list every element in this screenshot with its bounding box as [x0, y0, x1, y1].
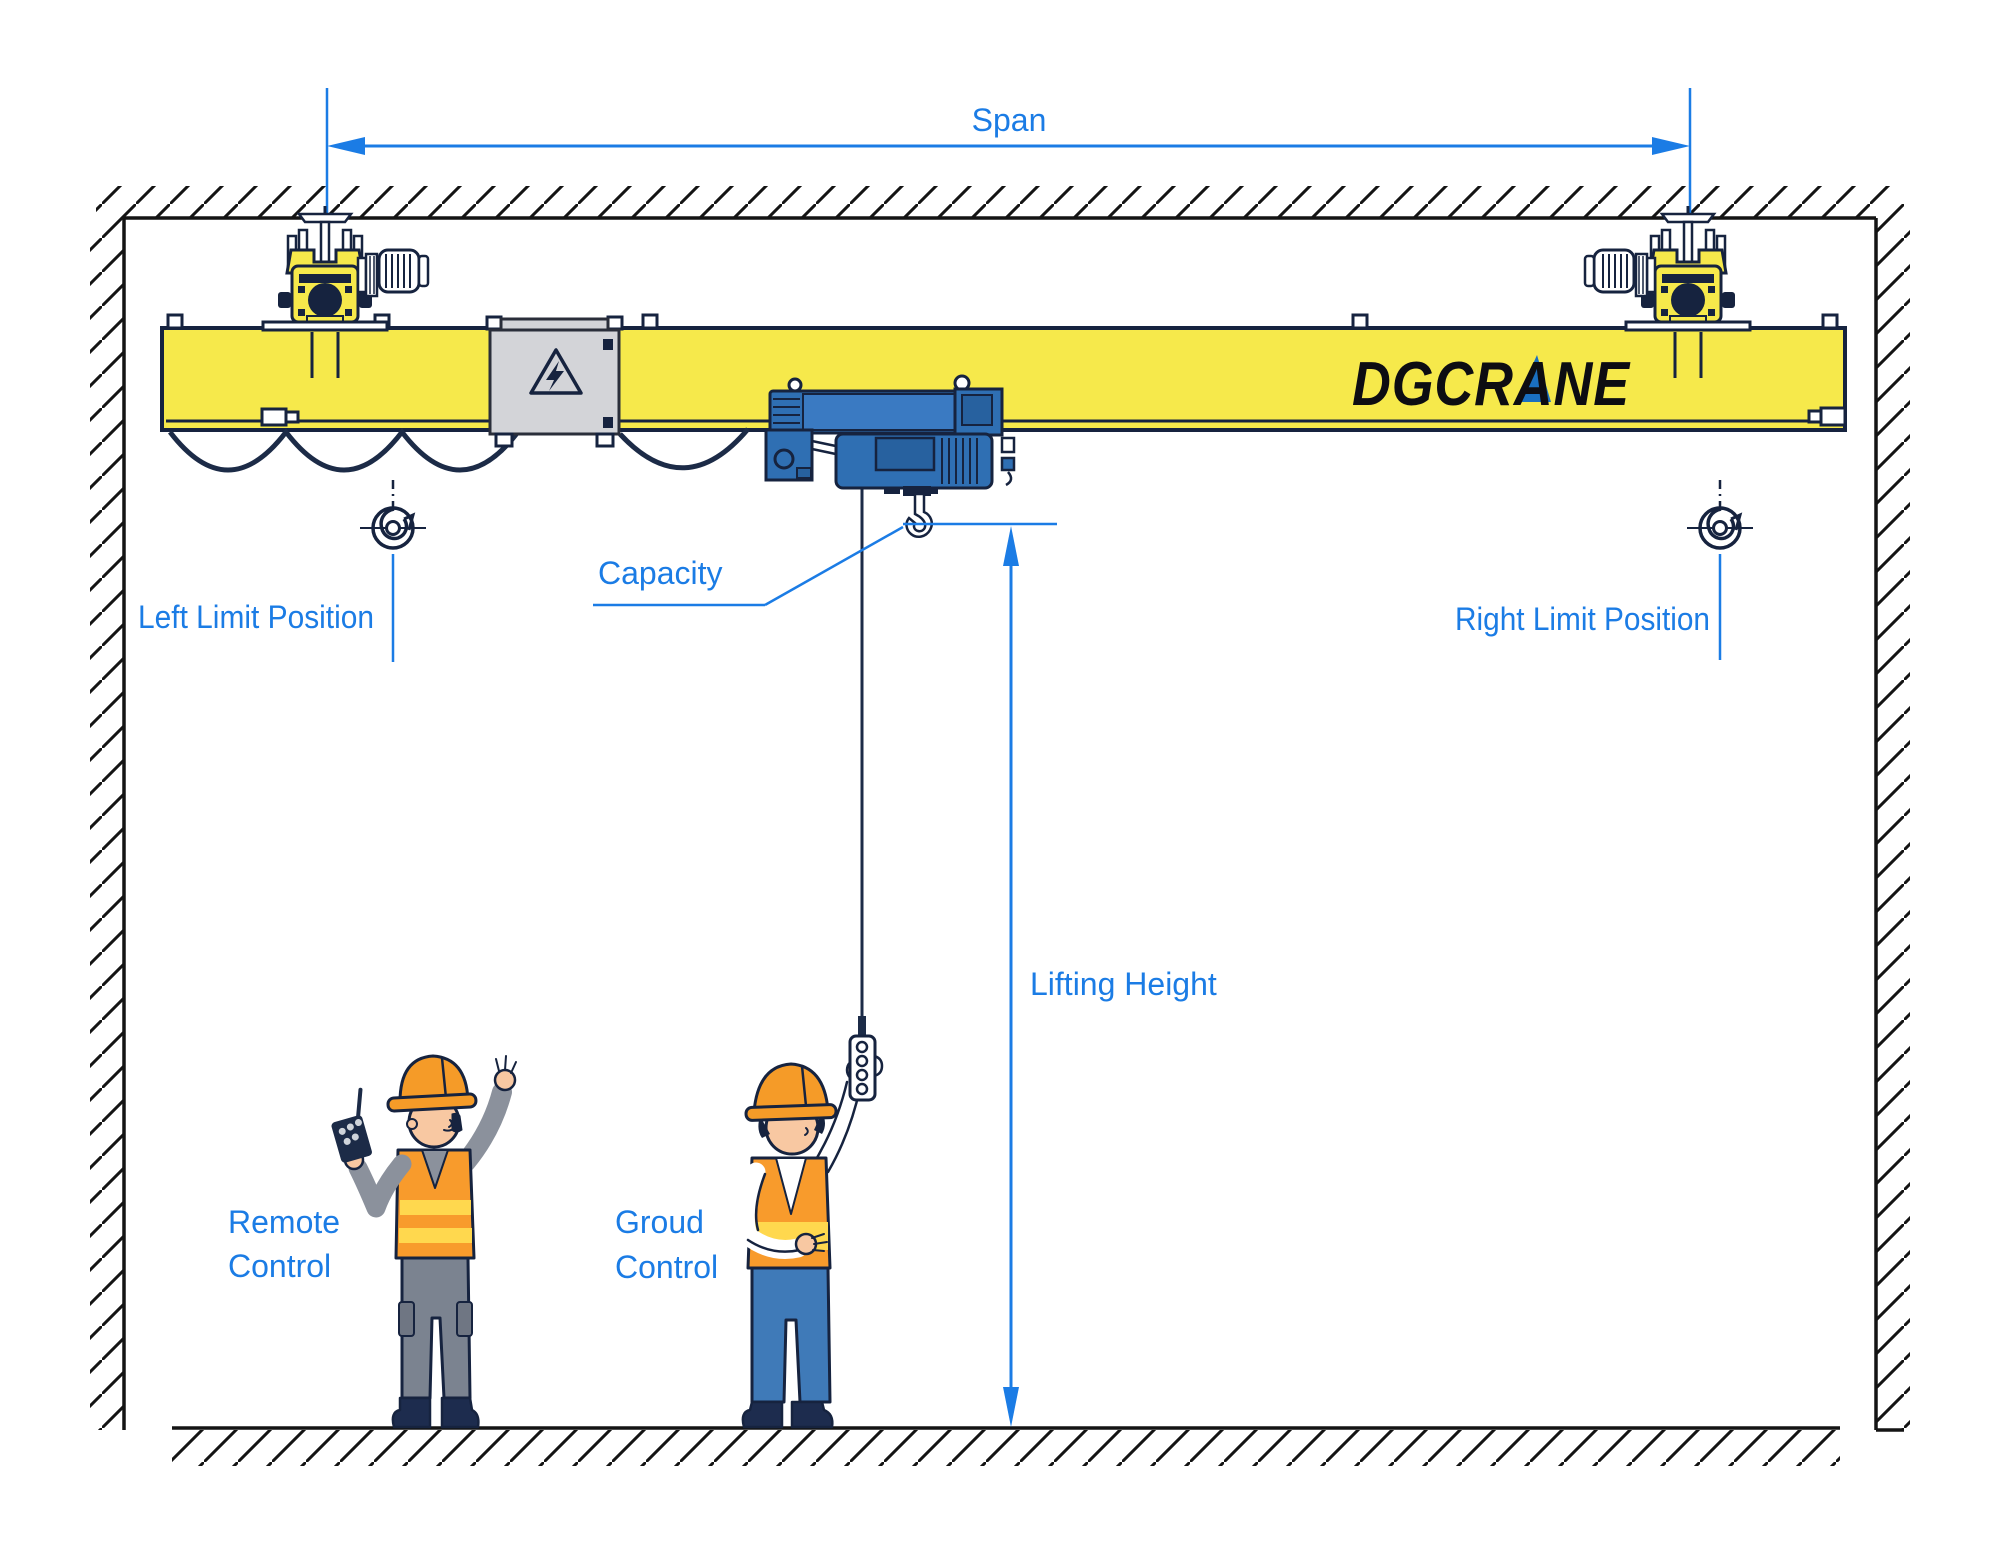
electrical-box — [485, 315, 624, 448]
remote-control-label-line1: Remote — [228, 1204, 340, 1240]
right-limit-label: Right Limit Position — [1455, 601, 1710, 637]
worker-boot — [440, 1396, 480, 1429]
ground-control-label-line2: Control — [615, 1249, 718, 1285]
hoist-trolley — [764, 374, 1016, 539]
lifting-height-dimension — [1003, 526, 1019, 1427]
dgcrane-logo: DGCRANE — [1352, 350, 1631, 419]
span-arrow-right — [1652, 137, 1690, 155]
span-label: Span — [972, 102, 1047, 138]
worker-boot — [391, 1396, 432, 1429]
festoon-cables — [168, 427, 520, 473]
left-wall-hatch — [90, 218, 124, 1430]
left-limit-label: Left Limit Position — [138, 599, 374, 635]
walkie-talkie-icon — [331, 1087, 372, 1163]
worker-boot — [741, 1400, 784, 1429]
logo-triangle — [1516, 355, 1551, 402]
ground-control-label-line1: Groud — [615, 1204, 704, 1240]
load-hook — [905, 492, 933, 539]
left-limit-hook-icon — [358, 478, 428, 550]
festoon-cable-loop — [618, 427, 750, 471]
lifting-height-arrow-down — [1003, 1387, 1019, 1427]
capacity-label: Capacity — [598, 555, 723, 591]
ground-worker — [735, 1057, 871, 1429]
left-beam-fitting — [260, 407, 300, 427]
hard-hat — [398, 1054, 470, 1104]
warning-triangle-icon — [529, 348, 583, 395]
hard-hat — [752, 1062, 830, 1114]
lifting-height-label: Lifting Height — [1030, 966, 1217, 1002]
right-limit-hook-icon — [1685, 478, 1755, 550]
span-arrow-left — [327, 137, 365, 155]
right-wall-hatch — [1876, 218, 1910, 1430]
remote-worker — [331, 1054, 517, 1429]
capacity-leader — [593, 522, 1057, 607]
floor-hatch — [172, 1430, 1840, 1466]
worker-jeans — [750, 1266, 832, 1404]
building-structure — [90, 186, 1910, 1466]
ceiling-hatch — [96, 186, 1904, 218]
remote-control-label-line2: Control — [228, 1248, 331, 1284]
right-beam-fitting — [1807, 406, 1847, 427]
pendant-control — [848, 1016, 884, 1102]
span-dimension: Span — [325, 88, 1692, 232]
lifting-height-arrow-up — [1003, 526, 1019, 566]
worker-boot — [790, 1400, 834, 1429]
